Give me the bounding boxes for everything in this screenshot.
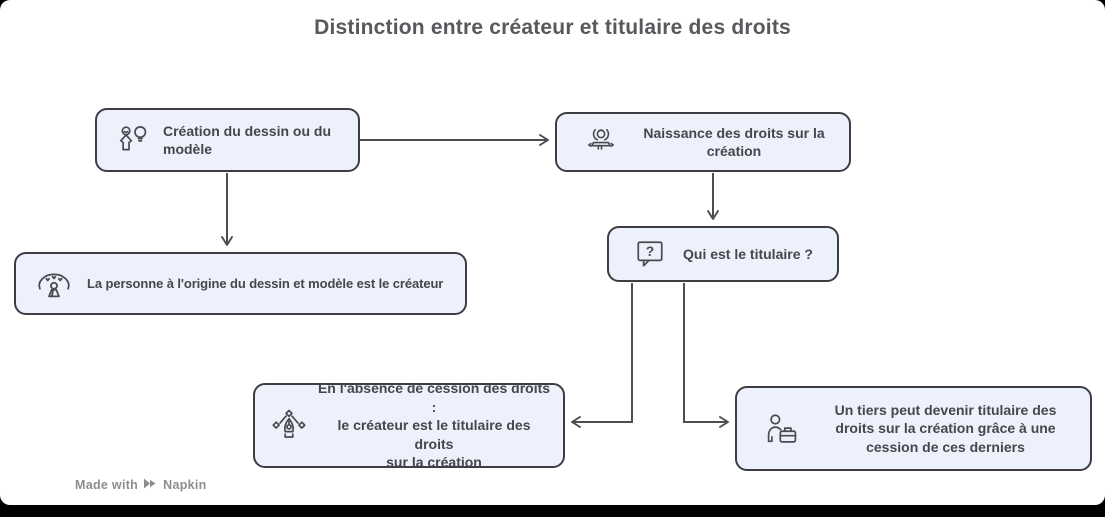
- napkin-logo-icon: [144, 478, 157, 492]
- bottom-bar: [0, 505, 1105, 517]
- pen-nib-icon: [271, 407, 307, 445]
- birth-hands-icon: [583, 126, 619, 158]
- node-label: Naissance des droits sur la création: [643, 124, 825, 159]
- question-bubble-icon: ?: [633, 238, 667, 270]
- svg-text:?: ?: [646, 243, 654, 259]
- person-briefcase-icon: [763, 411, 801, 447]
- diagram-title: Distinction entre créateur et titulaire …: [314, 16, 791, 39]
- watermark-prefix: Made with: [75, 478, 139, 492]
- node-tiers[interactable]: Un tiers peut devenir titulaire des droi…: [735, 386, 1092, 471]
- node-absence[interactable]: En l'absence de cession des droits : le …: [253, 380, 565, 470]
- person-spotlight-icon: [34, 264, 74, 304]
- node-label: Création du dessin ou du modèle: [163, 122, 332, 157]
- node-label: Un tiers peut devenir titulaire des droi…: [834, 401, 1057, 455]
- node-label: Qui est le titulaire ?: [683, 245, 813, 262]
- person-idea-icon: [117, 123, 151, 157]
- node-creation[interactable]: Création du dessin ou du modèle: [95, 108, 360, 172]
- watermark-brand: Napkin: [163, 478, 207, 492]
- node-label: En l'absence de cession des droits : le …: [317, 380, 551, 471]
- watermark: Made with Napkin: [75, 478, 207, 492]
- node-createur[interactable]: La personne à l'origine du dessin et mod…: [14, 252, 467, 315]
- node-label: La personne à l'origine du dessin et mod…: [87, 275, 444, 291]
- node-titulaire[interactable]: ? Qui est le titulaire ?: [607, 226, 839, 282]
- node-naissance[interactable]: Naissance des droits sur la création: [555, 112, 851, 172]
